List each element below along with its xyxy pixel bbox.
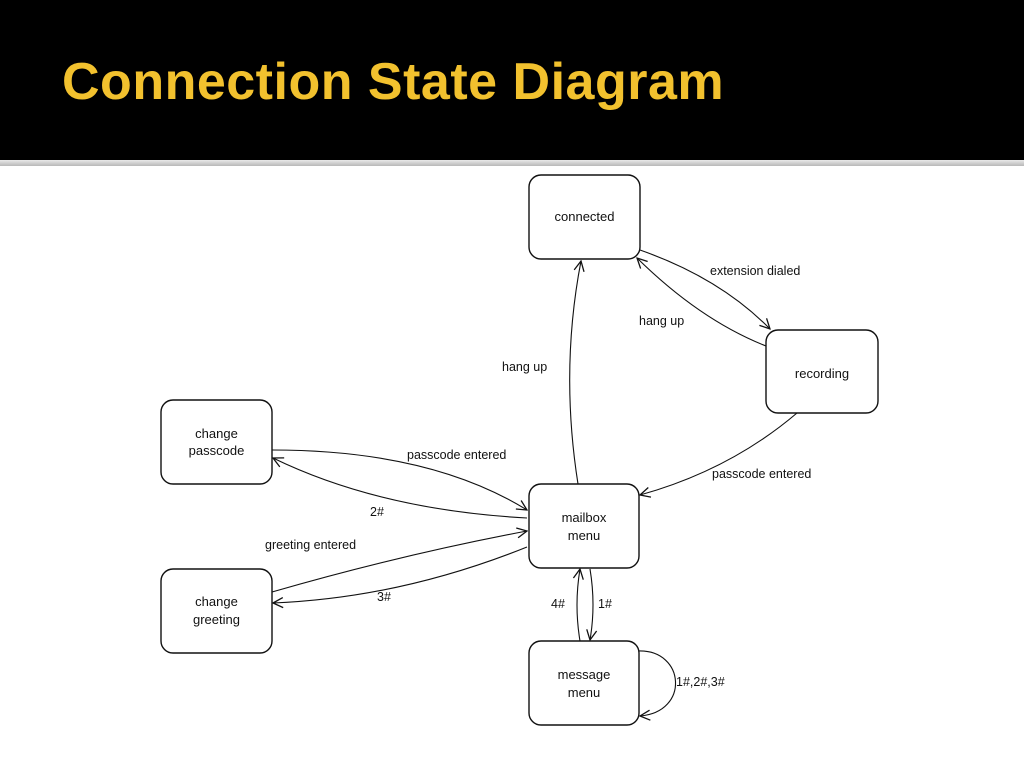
state-label: menu [568,528,601,543]
state-label: recording [795,366,849,381]
edge-label: 4# [551,597,565,611]
slide-title: Connection State Diagram [62,53,725,111]
state-label: change [195,594,238,609]
state-message-menu: message menu [528,640,640,726]
title-bar: Connection State Diagram [0,0,1024,160]
state-label: message [558,667,611,682]
edge-3-hash [273,546,528,603]
state-label: connected [555,209,615,224]
state-label: passcode [189,443,245,458]
edge-label: passcode entered [407,448,506,462]
edge-label: hang up [639,314,684,328]
edge-label: 1#,2#,3# [676,675,725,689]
state-diagram: connected recording change passcode mail… [160,174,879,726]
state-change-greeting: change greeting [160,568,273,654]
edge-passcode-entered-recording [640,412,798,495]
state-recording: recording [765,329,879,414]
edge-label: passcode entered [712,467,811,481]
edge-label: 1# [598,597,612,611]
diagram-panel: connected recording change passcode mail… [0,166,1024,768]
edge-label: extension dialed [710,264,800,278]
edge-label: greeting entered [265,538,356,552]
edge-hang-up-recording [637,258,767,347]
edge-greeting-entered [271,531,527,593]
edge-label: 3# [377,590,391,604]
state-change-passcode: change passcode [160,399,273,485]
title-divider [0,160,1024,166]
edge-extension-dialed [639,249,770,329]
edge-4-hash [577,569,580,642]
edge-self-loop [639,650,677,716]
state-connected: connected [528,174,641,260]
edge-passcode-entered-change [271,449,527,510]
edge-2-hash [273,458,528,519]
state-label: menu [568,685,601,700]
edge-hang-up-mailbox [569,261,581,485]
state-mailbox-menu: mailbox menu [528,483,640,569]
state-label: mailbox [562,510,607,525]
edge-label: 2# [370,505,384,519]
edge-label: hang up [502,360,547,374]
state-label: change [195,426,238,441]
state-label: greeting [193,612,240,627]
edge-1-hash [590,568,593,640]
